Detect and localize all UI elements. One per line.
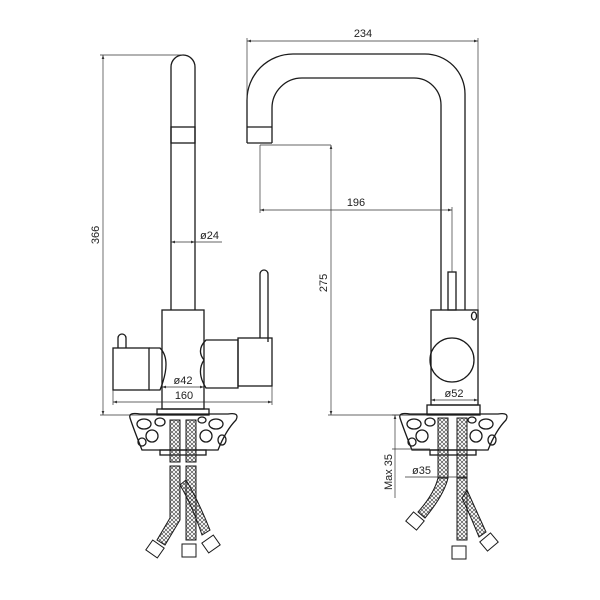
hose-connector — [479, 532, 499, 552]
dimension-max-35: Max 35 — [383, 414, 430, 498]
dim-o24-label: ø24 — [200, 230, 219, 242]
base-plate — [156, 408, 210, 416]
dim-234-label: 234 — [354, 28, 372, 40]
stone-deck-base — [129, 412, 238, 456]
spout-arc — [246, 53, 466, 310]
supply-hoses — [145, 419, 221, 559]
supply-hoses-front — [405, 417, 499, 560]
handle-hub — [429, 337, 475, 383]
filter-water-valve — [112, 333, 167, 391]
dimension-spout-diameter: ø24 — [171, 230, 222, 244]
dim-o42-label: ø42 — [174, 375, 193, 387]
dim-160-label: 160 — [175, 390, 193, 402]
dim-o35-label: ø35 — [412, 465, 431, 477]
hose-connector — [181, 543, 197, 558]
side-view: 366 ø24 ø42 160 — [90, 54, 273, 559]
dim-275-label: 275 — [318, 274, 330, 292]
dimension-o35: ø35 — [405, 465, 467, 479]
filter-knob — [470, 311, 478, 321]
dimension-overall-width: 160 — [112, 386, 273, 405]
dimension-234: 234 — [246, 28, 479, 310]
lever — [447, 271, 457, 311]
hose-connector — [201, 534, 221, 554]
dim-366-label: 366 — [90, 226, 102, 244]
dimension-275: 275 — [260, 144, 427, 416]
mixer-handle — [199, 269, 273, 389]
hose-connector — [405, 511, 425, 531]
hose-connector — [451, 545, 467, 560]
hose-connector — [145, 539, 165, 559]
dimension-body-diameter: ø42 — [162, 375, 204, 389]
spout-tube — [170, 54, 196, 310]
dimension-total-height: 366 — [90, 54, 183, 416]
stone-deck-base-front — [399, 412, 508, 456]
dim-max35-label: Max 35 — [383, 454, 395, 490]
dimension-o52: ø52 — [431, 388, 478, 402]
front-view: 234 196 275 ø52 — [246, 28, 508, 560]
dim-196-label: 196 — [347, 197, 365, 209]
base-plate-front — [426, 404, 481, 416]
dim-o52-label: ø52 — [445, 388, 464, 400]
dimension-196: 196 — [259, 145, 453, 272]
